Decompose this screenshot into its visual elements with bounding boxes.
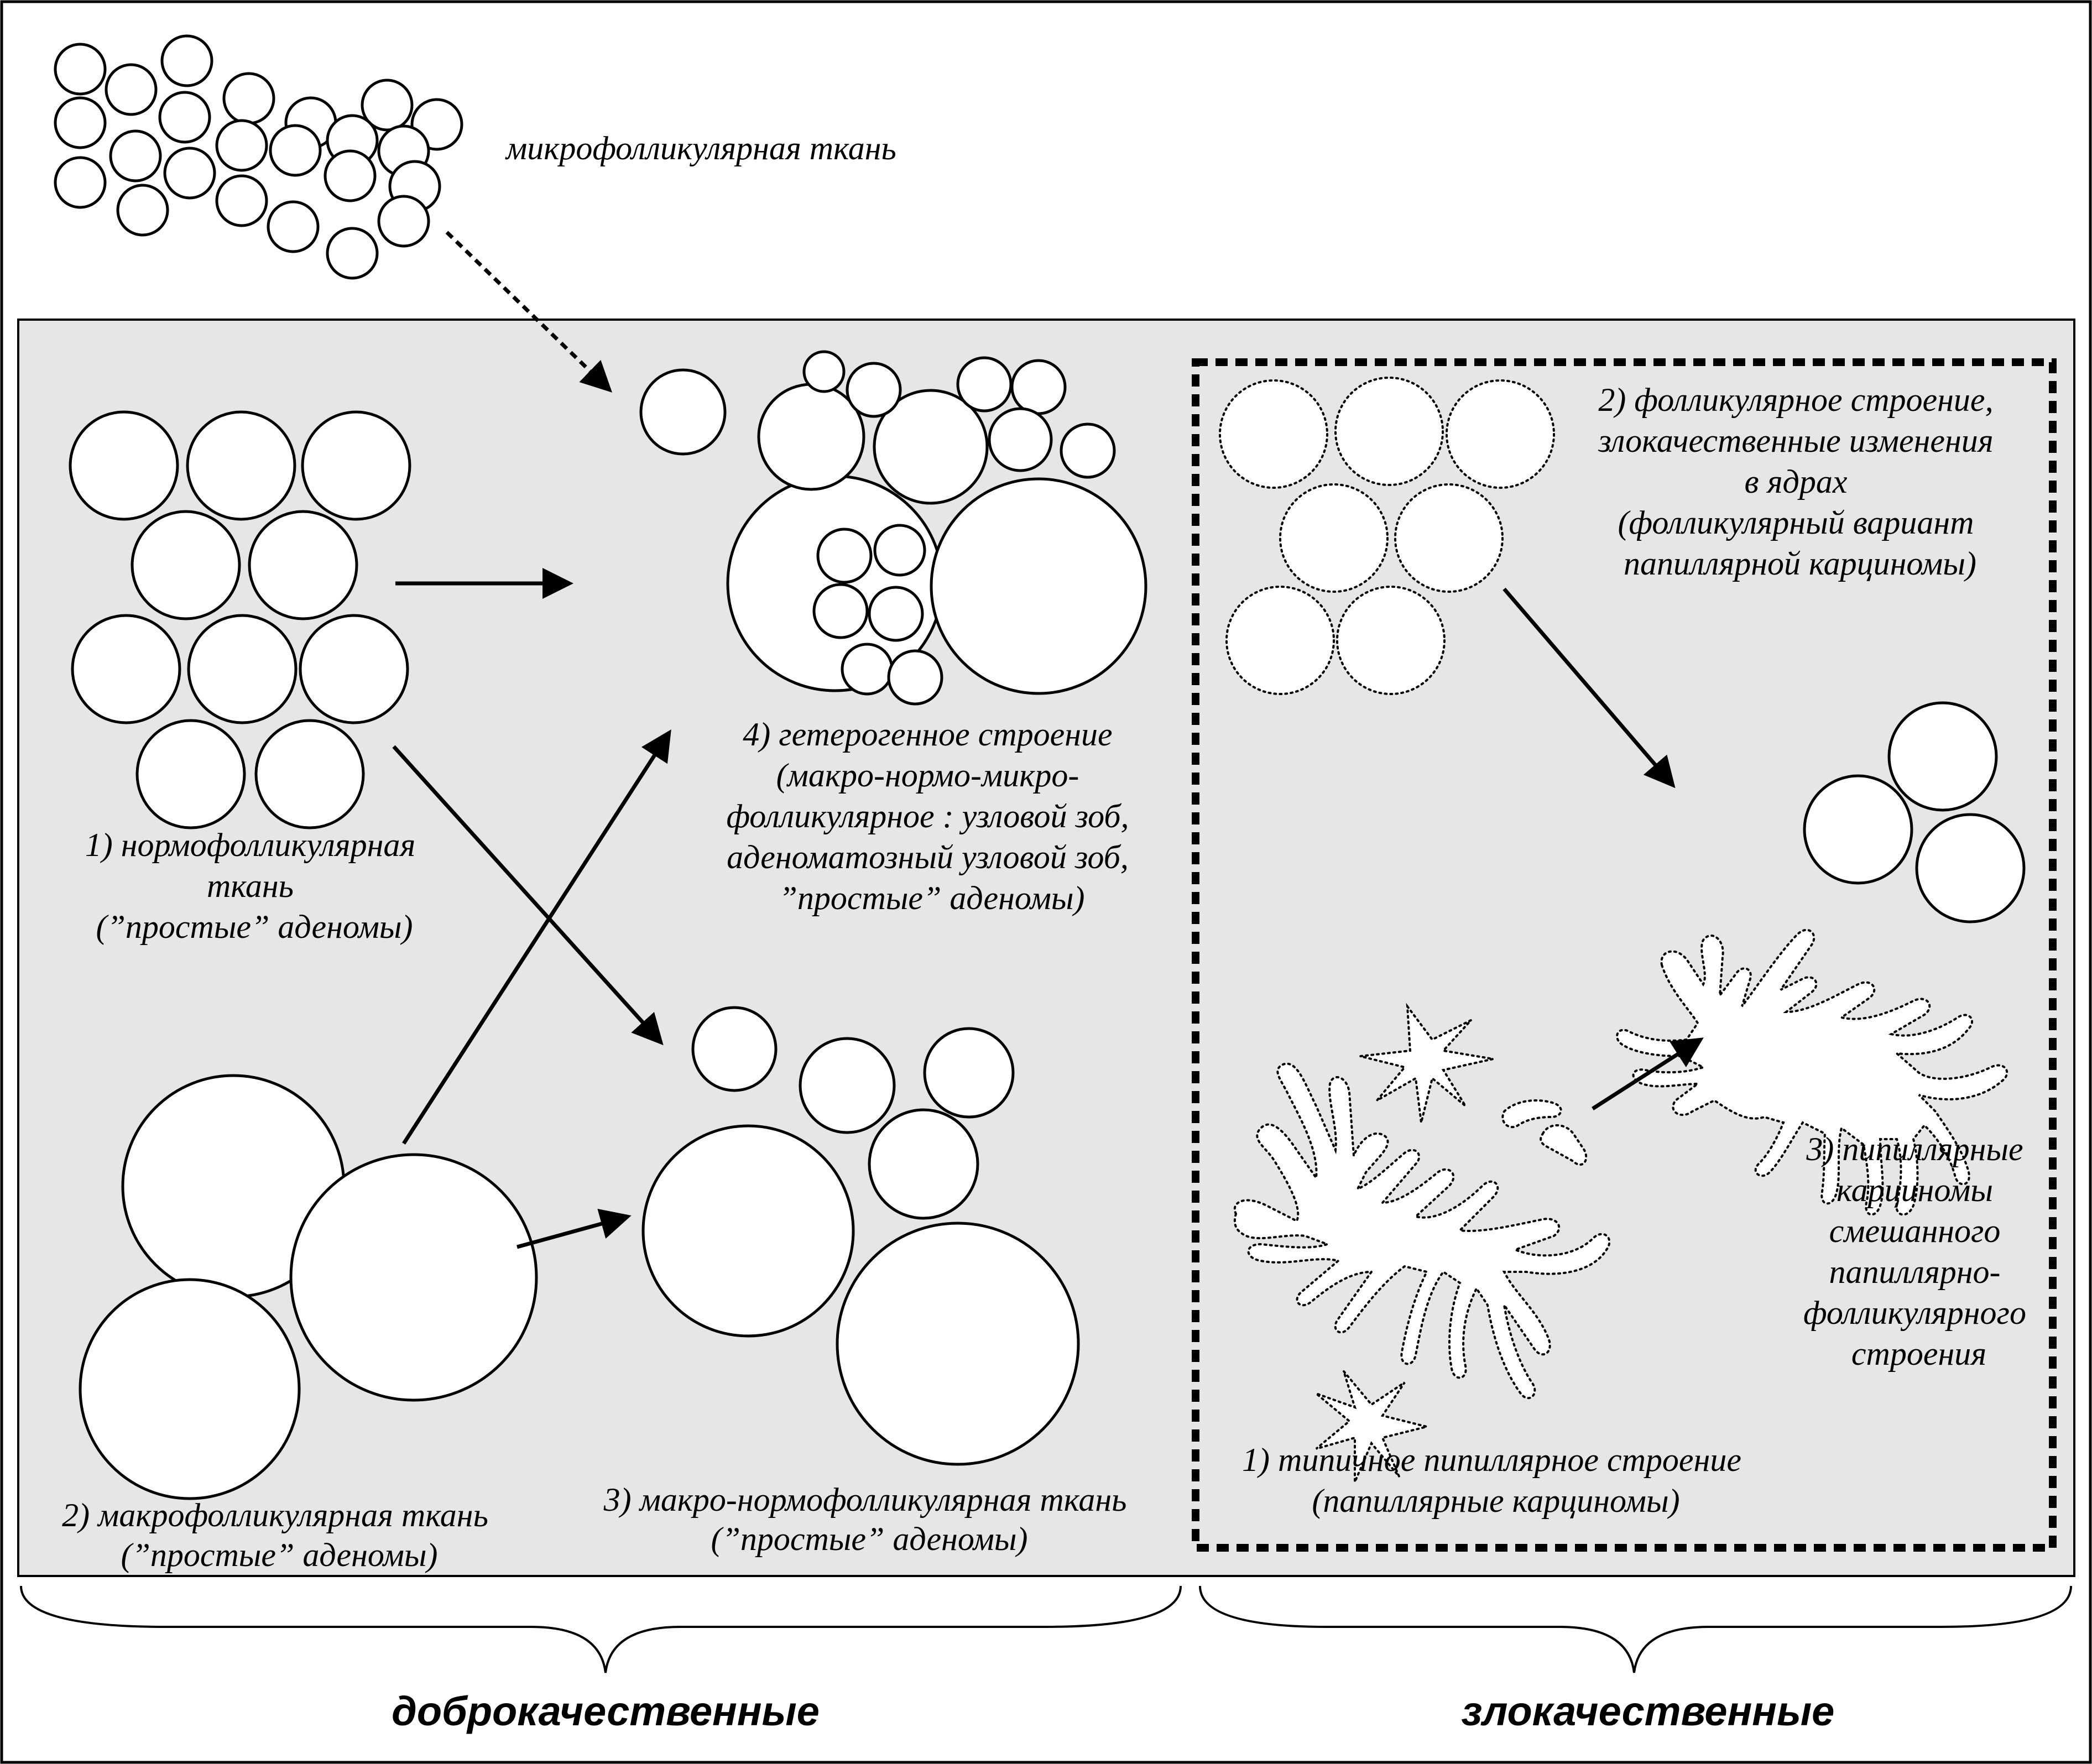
micro-follicle-20 [324,149,377,202]
hetero-follicle-6 [802,350,846,393]
arrow-follicular-to-mixed [1503,587,1676,789]
hetero-follicle-15 [868,586,924,642]
arrow-macro-to-hetero [402,729,671,1145]
macro-follicle-3 [79,1278,301,1500]
category-benign: доброкачественные [392,1688,820,1734]
arrow-normo-to-macronormo [392,745,664,1046]
papillary-typical-shape [1233,1003,1611,1483]
malignant-follicle-6 [1225,586,1335,695]
macro-normofollicular-cluster [641,1006,1080,1466]
papillary-mixed-shape [1616,928,2008,1216]
label-follicular-malignant: 2) фолликулярное строение, злокачественн… [1598,382,2001,582]
label-macro-normofollicular: 3) макро-нормофолликулярная ткань (”прос… [603,1481,1135,1557]
macro-follicle-2 [289,1153,538,1402]
malignant-dashed-box [1192,358,2057,1552]
malignant-follicle-5 [1394,483,1504,593]
normo-follicle-5 [248,510,358,620]
micro-follicle-2 [160,34,213,87]
micro-follicle-19 [267,200,320,253]
macronormo-follicle-4 [868,1108,979,1220]
label-heterogeneous: 4) гетерогенное строение (макро-нормо-ми… [726,716,1137,916]
mixed-papillary-follicles [1803,701,2026,923]
mixed-follicle-3 [1915,813,2026,923]
micro-follicle-8 [361,79,414,132]
micro-follicle-3 [105,63,158,116]
hetero-follicle-10 [988,407,1053,472]
hetero-follicle-5 [873,389,989,505]
hetero-follicle-16 [841,643,894,696]
malignant-follicle-4 [1279,483,1389,593]
arrow-macro-to-macronormo [517,1208,632,1249]
hetero-follicle-9 [1010,359,1067,415]
macrofollicular-cluster [79,1074,538,1500]
macronormo-follicle-1 [691,1006,778,1092]
normo-follicle-7 [187,614,298,724]
normo-follicle-8 [299,614,409,724]
hetero-follicle-3 [639,368,727,456]
normo-follicle-10 [254,719,365,829]
arrow-papillary-to-mixed [1592,1037,1704,1110]
micro-follicle-5 [158,91,211,144]
hetero-follicle-2 [930,477,1147,695]
label-normofollicular: 1) нормофолликулярная ткань (”простые” а… [85,827,424,945]
malignant-follicular-cluster [1219,377,1555,695]
mixed-follicle-1 [1887,701,1998,812]
malignant-follicle-2 [1334,377,1444,486]
normo-follicle-1 [69,410,179,521]
normo-follicle-9 [135,719,246,829]
label-papillary-typical: 1) типичное пипиллярное строение (папилл… [1242,1442,1750,1519]
malignant-follicle-7 [1336,586,1446,695]
normo-follicle-3 [301,410,411,521]
hetero-follicle-11 [1060,422,1116,479]
label-papillary-mixed: 3) пипиллярные карциномы смешанного папи… [1803,1131,2034,1372]
mixed-follicle-2 [1803,774,1913,885]
macronormo-follicle-6 [836,1222,1080,1466]
micro-follicle-4 [54,96,107,149]
micro-follicle-1 [54,43,107,96]
micro-follicle-10 [109,129,162,182]
micro-follicle-23 [326,227,379,280]
micro-follicle-16 [54,156,107,209]
normo-follicle-6 [71,614,181,724]
micro-follicle-12 [215,119,268,172]
malignant-follicle-3 [1446,379,1555,489]
heterogeneous-cluster [639,350,1147,706]
micro-follicle-13 [269,124,322,177]
micro-follicle-18 [215,174,268,227]
malignant-follicle-1 [1219,379,1328,489]
hetero-follicle-8 [956,356,1013,413]
micro-follicle-17 [116,184,169,237]
micro-follicle-22 [377,195,430,248]
micro-follicle-6 [222,72,275,125]
label-macrofollicular: 2) макрофолликулярная ткань (”простые” а… [62,1497,497,1573]
brace-benign [20,1585,1182,1673]
micro-follicle-11 [163,147,216,200]
label-microfollicular: микрофолликулярная ткань [505,130,896,166]
macronormo-follicle-2 [799,1037,896,1134]
microfollicular-cluster [54,34,463,280]
brace-malignant [1199,1585,2072,1673]
macronormo-follicle-5 [641,1124,855,1338]
arrow-micro-to-hetero [445,231,613,393]
normo-follicle-2 [186,410,296,521]
hetero-follicle-17 [887,649,943,706]
hetero-follicle-13 [873,524,926,577]
normofollicular-cluster [69,410,411,829]
normo-follicle-4 [131,510,241,620]
hetero-follicle-7 [846,362,902,418]
hetero-follicle-14 [812,583,869,639]
category-malignant: злокачественные [1462,1688,1835,1734]
hetero-follicle-12 [816,528,873,584]
macronormo-follicle-3 [923,1027,1015,1119]
